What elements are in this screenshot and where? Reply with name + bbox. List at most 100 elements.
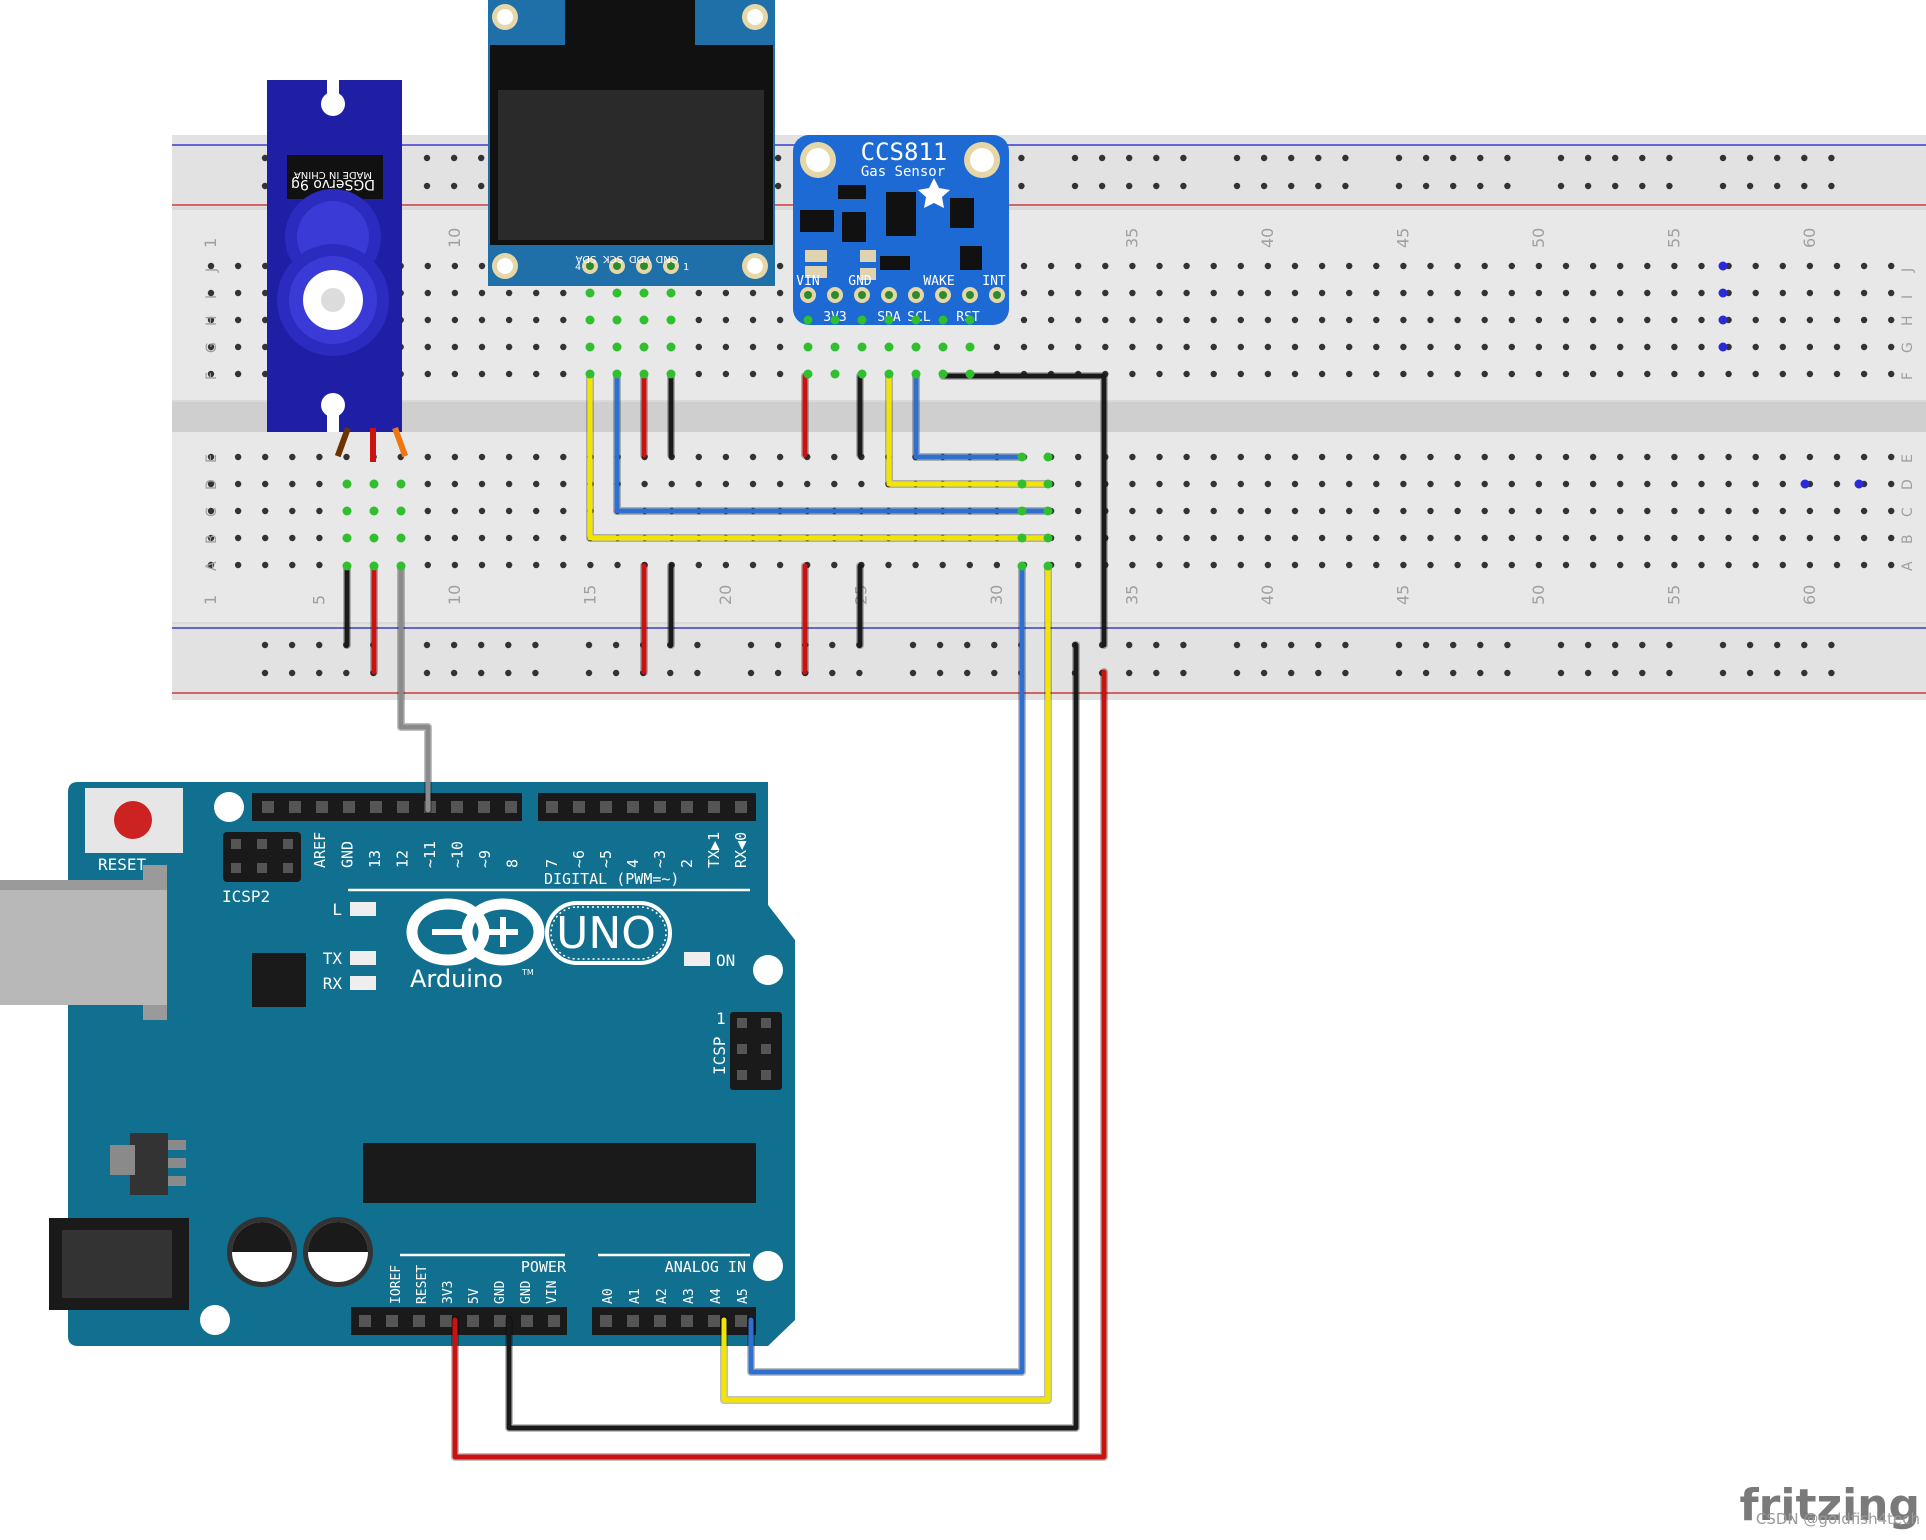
bb-hole: [1888, 289, 1895, 297]
bb-hole: [1346, 507, 1353, 515]
header-pin[interactable]: [289, 801, 301, 813]
a5-scl-wire[interactable]: [748, 563, 1025, 1375]
bb-rail-hole: [1153, 154, 1160, 162]
header-pin[interactable]: [505, 801, 517, 813]
header-pin[interactable]: [370, 801, 382, 813]
bb-hole: [749, 480, 757, 488]
bb-hole: [1183, 480, 1190, 488]
ccs-wake-wire[interactable]: [940, 373, 1107, 648]
bb-hole: [1860, 453, 1868, 461]
bb-hole: [1860, 561, 1868, 569]
bb-hole: [234, 343, 242, 351]
digital-header-right[interactable]: [538, 793, 756, 821]
bb-hole: [1427, 289, 1434, 297]
ground-wire[interactable]: [506, 642, 1079, 1431]
bb-hole: [1129, 262, 1136, 270]
bb-hole: [1644, 480, 1651, 488]
bb-hole: [1291, 453, 1299, 461]
header-pin[interactable]: [397, 801, 409, 813]
bb-hole: [1617, 507, 1624, 515]
header-pin[interactable]: [627, 1315, 639, 1327]
bb-hole: [1806, 370, 1814, 378]
bb-hole: [1589, 507, 1597, 515]
bb-hole: [1346, 289, 1353, 297]
bb-rail-hole: [261, 669, 269, 677]
bb-hole: [1237, 343, 1245, 351]
a4-sda-wire[interactable]: [721, 563, 1051, 1403]
bb-rail-hole: [450, 669, 458, 677]
header-pin[interactable]: [600, 801, 612, 813]
bb-hole: [1264, 453, 1272, 461]
header-pin[interactable]: [654, 1315, 666, 1327]
bb-hole: [776, 343, 784, 351]
servo-signal-wire[interactable]: [398, 563, 431, 813]
header-pin[interactable]: [343, 801, 355, 813]
bb-rail-hole: [774, 641, 782, 649]
bb-hole: [316, 453, 323, 461]
header-pin[interactable]: [654, 801, 666, 813]
bb-rail-hole: [612, 669, 620, 677]
header-pin[interactable]: [548, 1315, 560, 1327]
bb-rail-hole: [1450, 182, 1457, 190]
bb-rail-hole: [1450, 641, 1457, 649]
bb-hole: [1047, 316, 1055, 324]
led-label: TX: [323, 949, 343, 968]
connection-dot: [803, 342, 813, 352]
header-pin[interactable]: [681, 801, 693, 813]
bb-hole: [478, 453, 486, 461]
header-pin[interactable]: [546, 801, 558, 813]
header-pin[interactable]: [467, 1315, 479, 1327]
header-pin[interactable]: [359, 1315, 371, 1327]
bb-rail-hole: [1801, 669, 1808, 677]
pin-label: A4: [709, 1288, 724, 1304]
header-pin[interactable]: [440, 1315, 452, 1327]
bb-hole: [560, 561, 567, 569]
header-pin[interactable]: [627, 801, 639, 813]
header-pin[interactable]: [262, 801, 274, 813]
bb-hole: [804, 480, 811, 488]
header-pin[interactable]: [681, 1315, 693, 1327]
ccs-sda-wire[interactable]: [886, 373, 1051, 487]
header-pin[interactable]: [600, 1315, 612, 1327]
header-pin[interactable]: [413, 1315, 425, 1327]
header-pin[interactable]: [451, 801, 463, 813]
header-pin[interactable]: [386, 1315, 398, 1327]
pin-label: 8: [504, 859, 522, 868]
row-letter: F: [204, 372, 220, 380]
bb-hole: [1183, 453, 1190, 461]
bb-hole: [1725, 534, 1732, 542]
header-pin[interactable]: [735, 801, 747, 813]
led-label: RX: [323, 974, 343, 993]
row-letter: C: [1900, 507, 1916, 517]
oled-sda-wire[interactable]: [587, 373, 1051, 541]
bb-rail-hole: [991, 669, 998, 677]
header-pin[interactable]: [708, 801, 720, 813]
header-pin[interactable]: [573, 801, 585, 813]
bb-rail-hole: [505, 669, 512, 677]
sensor-chip-icon: [886, 192, 916, 236]
header-pin[interactable]: [494, 1315, 506, 1327]
ccs-scl-wire[interactable]: [913, 373, 1025, 460]
header-pin[interactable]: [316, 801, 328, 813]
bb-hole: [1346, 480, 1353, 488]
header-pin[interactable]: [478, 801, 490, 813]
header-pin[interactable]: [708, 1315, 720, 1327]
bb-rail-hole: [1180, 182, 1187, 190]
header-pin[interactable]: [735, 1315, 747, 1327]
analog-header[interactable]: [592, 1307, 756, 1335]
bb-rail-hole: [1233, 182, 1241, 190]
bb-hole: [749, 289, 757, 297]
bb-rail-hole: [1504, 641, 1511, 649]
bb-hole: [451, 262, 459, 270]
bb-hole: [1156, 289, 1163, 297]
power-3v3-wire[interactable]: [452, 669, 1107, 1460]
bb-rail-hole: [1315, 182, 1322, 190]
bb-hole: [1129, 343, 1136, 351]
bb-hole: [1075, 262, 1082, 270]
bb-rail-hole: [1801, 641, 1808, 649]
servo-label: MADE IN CHINA: [294, 169, 372, 180]
led-on-icon: [684, 952, 710, 966]
oled-sck-wire[interactable]: [614, 373, 1051, 514]
header-pin[interactable]: [521, 1315, 533, 1327]
bb-hole: [1400, 480, 1407, 488]
